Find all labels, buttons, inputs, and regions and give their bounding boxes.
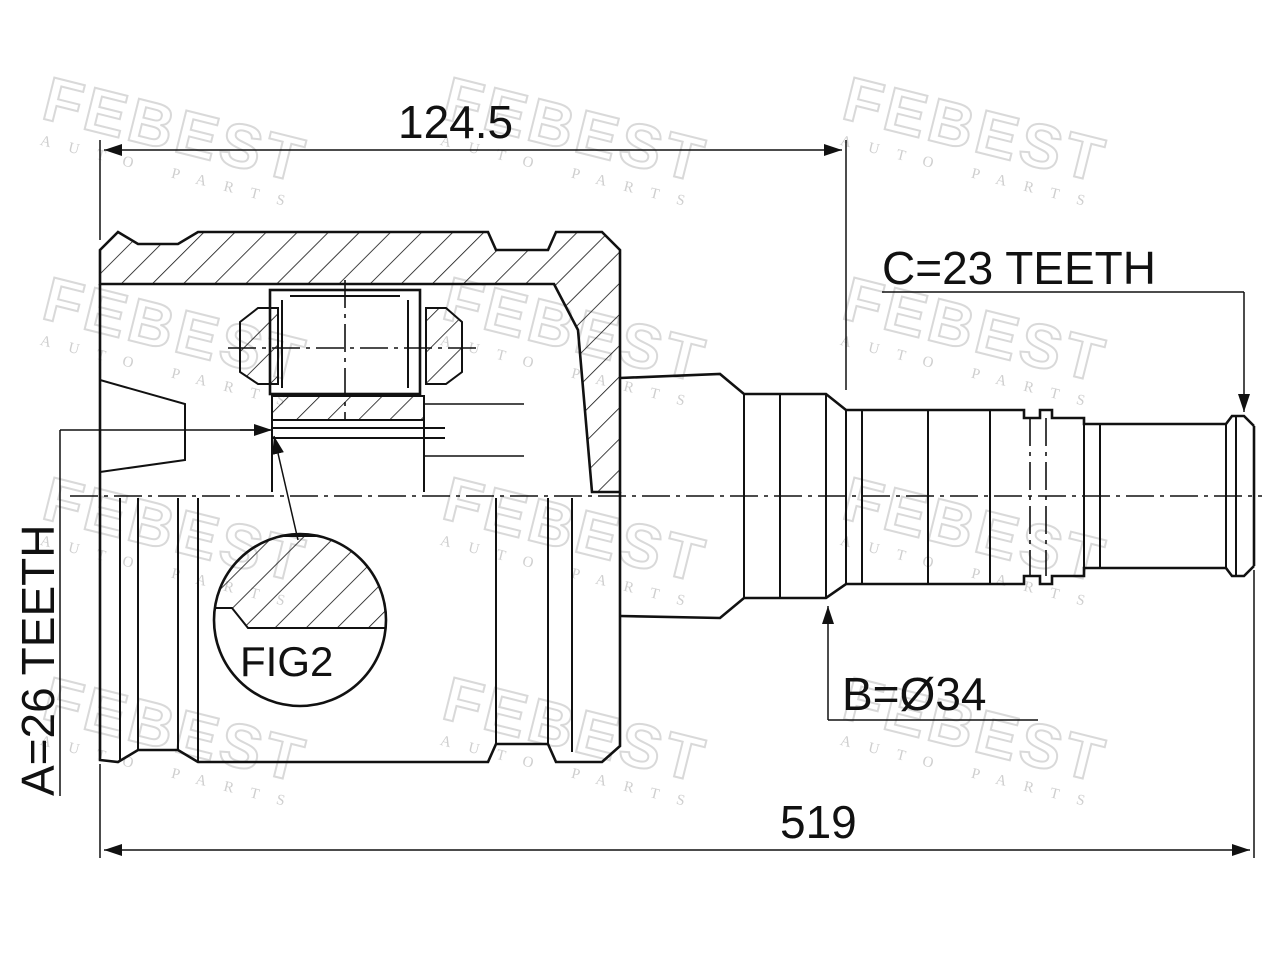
joint-housing — [98, 230, 622, 764]
annotation-teeth-a: A=26 TEETH — [12, 429, 270, 796]
teeth-c-label: C=23 TEETH — [882, 242, 1156, 294]
shaft-outline-lower — [619, 565, 1255, 620]
dimension-top-length: 124.5 — [99, 96, 847, 390]
shaft-outline-upper — [619, 372, 1255, 427]
teeth-a-label: A=26 TEETH — [12, 525, 64, 796]
housing-section-hatch — [98, 230, 622, 494]
housing-outline — [98, 284, 622, 764]
detail-leader-line — [272, 435, 299, 541]
detail-label: FIG2 — [240, 638, 333, 685]
overall-length-value: 519 — [780, 796, 857, 848]
fig2-detail: FIG2 — [212, 435, 388, 708]
annotation-diameter-b: B=Ø34 — [822, 606, 1038, 721]
housing-inner-taper — [99, 379, 186, 473]
top-length-value: 124.5 — [398, 96, 513, 148]
detail-circle — [212, 532, 388, 708]
annotation-teeth-c: C=23 TEETH — [882, 242, 1250, 412]
diameter-b-label: B=Ø34 — [842, 668, 987, 720]
dimension-overall-length: 519 — [99, 570, 1255, 858]
